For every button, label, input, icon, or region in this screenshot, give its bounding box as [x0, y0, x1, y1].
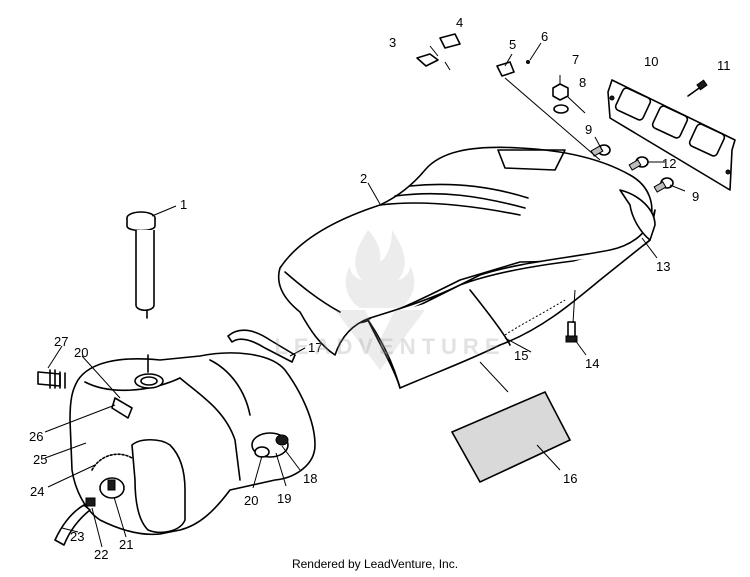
foam-pad	[450, 390, 572, 484]
callout-27: 27	[54, 334, 68, 349]
callout-9-upper: 9	[585, 122, 592, 137]
clips-3-4	[416, 33, 461, 71]
callout-22: 22	[94, 547, 108, 562]
callout-2: 2	[360, 171, 367, 186]
tank-strap	[227, 329, 296, 363]
callout-23: 23	[70, 529, 84, 544]
callout-17: 17	[308, 340, 322, 355]
callout-3: 3	[389, 35, 396, 50]
watermark-text: LEADVENTURE	[274, 334, 506, 359]
callout-10: 10	[644, 54, 658, 69]
callout-5: 5	[509, 37, 516, 52]
callout-9-lower: 9	[692, 189, 699, 204]
callout-25: 25	[33, 452, 47, 467]
render-credit: Rendered by LeadVenture, Inc.	[291, 557, 459, 571]
callout-26: 26	[29, 429, 43, 444]
callout-16: 16	[563, 471, 577, 486]
nut-and-washer	[552, 75, 569, 114]
seat-assembly	[278, 146, 656, 389]
callout-6: 6	[541, 29, 548, 44]
callout-15: 15	[514, 348, 528, 363]
callout-1: 1	[180, 197, 187, 212]
leader-lines	[44, 42, 686, 548]
callout-7: 7	[572, 52, 579, 67]
callout-18: 18	[303, 471, 317, 486]
fuel-tank	[37, 352, 316, 546]
screw-11	[687, 79, 708, 97]
fuel-cap-neck	[126, 211, 156, 319]
callout-13: 13	[656, 259, 670, 274]
callout-20-right: 20	[244, 493, 258, 508]
clip-and-pin	[496, 60, 530, 77]
callout-4: 4	[456, 15, 463, 30]
callout-20-left: 20	[74, 345, 88, 360]
callout-12: 12	[662, 156, 676, 171]
callout-8: 8	[579, 75, 586, 90]
callout-19: 19	[277, 491, 291, 506]
callout-21: 21	[119, 537, 133, 552]
callout-14: 14	[585, 356, 599, 371]
callout-24: 24	[30, 484, 44, 499]
bulbs	[590, 144, 674, 193]
callout-11: 11	[717, 58, 731, 73]
callout-labels: 1 2 3 4 5 6 7 8 9 9 10 11 12 13 14 15 16…	[29, 15, 731, 562]
bolt-14	[565, 321, 578, 343]
taillight-housing	[607, 79, 736, 191]
